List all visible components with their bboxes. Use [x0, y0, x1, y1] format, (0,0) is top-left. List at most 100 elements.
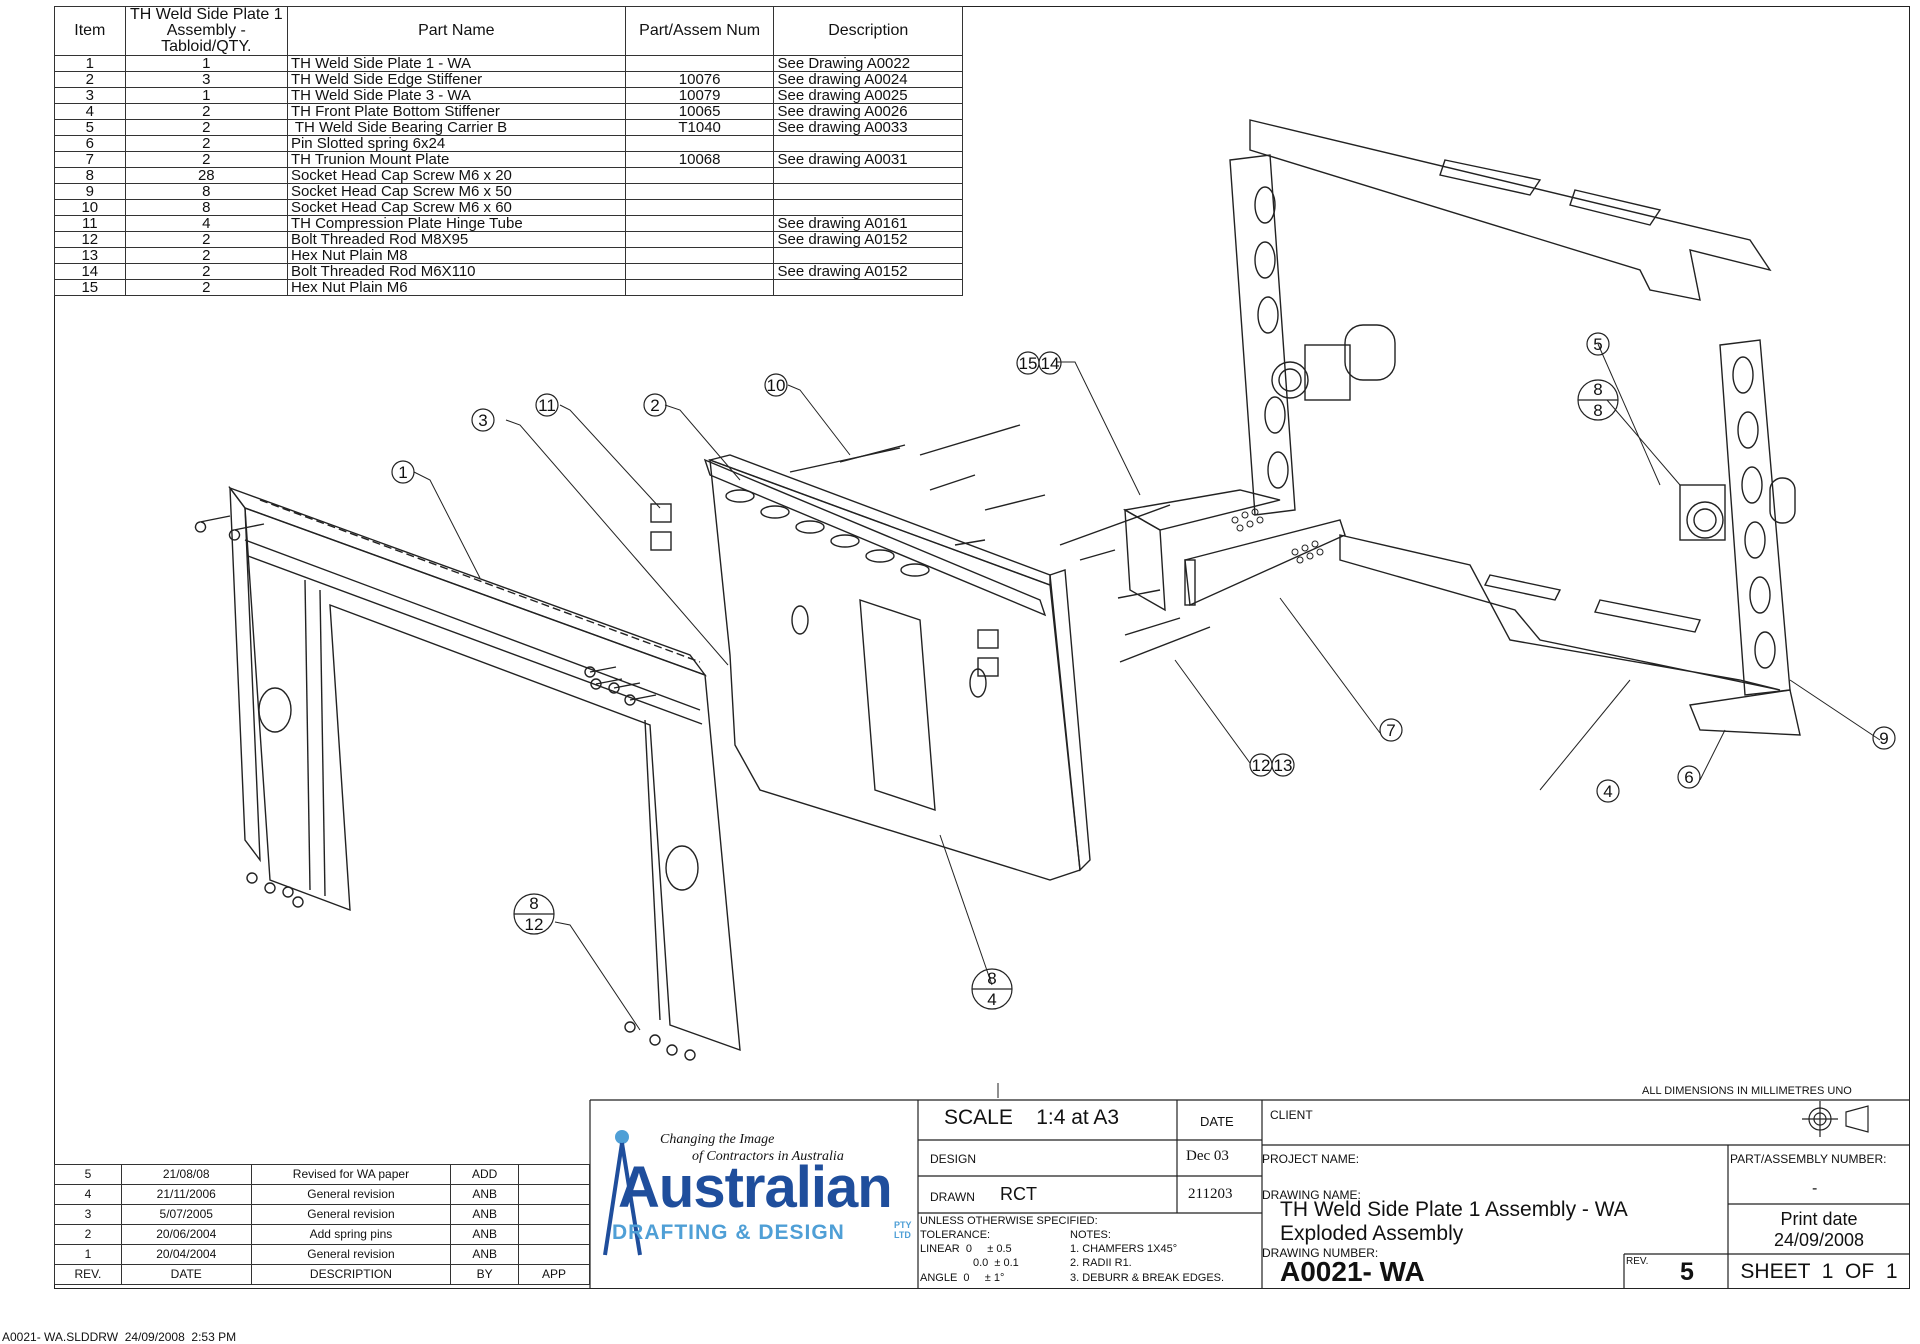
drawing-name-line-2: Exploded Assembly: [1280, 1222, 1464, 1245]
tolerance-label: TOLERANCE:: [920, 1229, 991, 1241]
balloon-8-12-top: 8: [529, 894, 538, 913]
balloon-8-4-bottom: 4: [987, 990, 996, 1009]
trunion-hole-patterns: [1231, 508, 1324, 564]
tolerance-header: UNLESS OTHERWISE SPECIFIED:: [920, 1215, 1098, 1227]
bom-cell-part-name: TH Compression Plate Hinge Tube: [286, 215, 626, 232]
revision-cell-by: ANB: [450, 1224, 520, 1245]
balloon-8-8-bottom: 8: [1593, 401, 1602, 420]
sheet-number: SHEET 1 OF 1: [1740, 1260, 1898, 1283]
revision-cell-date: 21/08/08: [120, 1164, 252, 1185]
revision-cell-desc: General revision: [250, 1184, 452, 1205]
revision-cell-rev: 1: [54, 1244, 122, 1265]
part-bearing-carrier: [1271, 324, 1796, 541]
drawn-value: RCT: [1000, 1184, 1037, 1204]
revision-cell-date: 5/07/2005: [120, 1204, 252, 1225]
balloon-7: [1379, 718, 1403, 742]
title-block-lines: [589, 1099, 1910, 1289]
drawn-label: DRAWN: [930, 1190, 975, 1204]
part-side-plate-3: [707, 454, 1091, 881]
bom-cell-part-name: Hex Nut Plain M6: [286, 279, 626, 296]
revision-cell-app: [518, 1224, 590, 1245]
bill-of-materials: Item TH Weld Side Plate 1 Assembly - Tab…: [54, 6, 963, 296]
bom-cell-qty: 2: [124, 279, 288, 296]
balloon-10: [764, 373, 788, 397]
logo-sub-text: DRAFTING & DESIGN: [612, 1221, 845, 1244]
balloon-8-4-top: 8: [987, 969, 996, 988]
drawing-name-label: DRAWING NAME:: [1262, 1188, 1361, 1202]
revision-cell-rev: 4: [54, 1184, 122, 1205]
screws-part-1: [194, 515, 696, 1061]
part-hinge-tubes: [650, 503, 999, 677]
bom-cell-part-name: Socket Head Cap Screw M6 x 20: [286, 167, 626, 184]
tolerance-linear: LINEAR 0 ± 0.5: [920, 1243, 1012, 1255]
balloon-7-text: 7: [1386, 721, 1395, 740]
drawing-name-line-1: TH Weld Side Plate 1 Assembly - WA: [1280, 1198, 1628, 1221]
revision-cell-by: ANB: [450, 1184, 520, 1205]
design-date: Dec 03: [1186, 1148, 1229, 1164]
date-label: DATE: [1200, 1114, 1234, 1129]
bom-cell-description: See drawing A0033: [773, 119, 963, 136]
print-date-label: Print date: [1780, 1209, 1858, 1229]
rev-header-app: APP: [518, 1264, 590, 1285]
revision-cell-desc: General revision: [250, 1244, 452, 1265]
compass-logo-icon: [603, 1130, 642, 1256]
rev-header-by: BY: [450, 1264, 520, 1285]
balloon-2: [643, 393, 667, 417]
balloon-4-text: 4: [1603, 782, 1612, 801]
screws-part-10: [789, 424, 1171, 561]
balloon-15: [1016, 351, 1040, 375]
bom-header-qty: TH Weld Side Plate 1 Assembly - Tabloid/…: [124, 6, 288, 56]
balloon-5-text: 5: [1593, 335, 1602, 354]
tolerance-linear-decimal: 0.0 ± 0.1: [973, 1257, 1019, 1269]
part-assembly-value: -: [1812, 1180, 1818, 1197]
bom-cell-description: [773, 279, 963, 296]
revision-cell-by: ANB: [450, 1204, 520, 1225]
revision-cell-app: [518, 1204, 590, 1225]
revision-cell-app: [518, 1184, 590, 1205]
balloon-8-12-bottom: 12: [525, 915, 544, 934]
project-name-label: PROJECT NAME:: [1262, 1152, 1360, 1166]
rev-header-date: DATE: [120, 1264, 252, 1285]
balloon-14-text: 14: [1041, 354, 1060, 373]
balloon-8-8-top: 8: [1593, 380, 1602, 399]
bom-cell-item: 15: [54, 279, 126, 296]
revision-cell-date: 20/06/2004: [120, 1224, 252, 1245]
balloon-4: [1596, 779, 1620, 803]
leader-lines: [413, 343, 1881, 1098]
balloon-15-text: 15: [1019, 354, 1038, 373]
bom-cell-part-name: Socket Head Cap Screw M6 x 60: [286, 199, 626, 216]
bom-cell-part-name: TH Weld Side Plate 3 - WA: [286, 87, 626, 104]
logo-tagline-1: Changing the Image: [660, 1132, 775, 1147]
revision-cell-rev: 3: [54, 1204, 122, 1225]
bom-cell-description: See drawing A0024: [773, 71, 963, 88]
revision-cell-desc: Add spring pins: [250, 1224, 452, 1245]
balloon-2-text: 2: [650, 396, 659, 415]
part-side-plate-1: [228, 485, 741, 1052]
bom-cell-part-name: TH Weld Side Edge Stiffener: [286, 71, 626, 88]
revision-cell-app: [518, 1244, 590, 1265]
drawing-number: A0021- WA: [1280, 1256, 1425, 1287]
balloon-13-text: 13: [1274, 756, 1293, 775]
client-label: CLIENT: [1270, 1108, 1313, 1122]
revision-cell-date: 21/11/2006: [120, 1184, 252, 1205]
note-3: 3. DEBURR & BREAK EDGES.: [1070, 1272, 1225, 1284]
balloon-9-text: 9: [1879, 729, 1888, 748]
bom-cell-part-name: Bolt Threaded Rod M6X110: [286, 263, 626, 280]
balloon-3: [471, 408, 495, 432]
note-2: 2. RADII R1.: [1070, 1257, 1132, 1269]
part-trunion-mount: [1122, 489, 1346, 612]
bom-cell-description: See drawing A0031: [773, 151, 963, 168]
bom-header-part-num: Part/Assem Num: [624, 6, 775, 56]
revision-cell-date: 20/04/2004: [120, 1244, 252, 1265]
all-dimensions-note: ALL DIMENSIONS IN MILLIMETRES UNO: [1642, 1085, 1852, 1097]
revision-cell-rev: 2: [54, 1224, 122, 1245]
